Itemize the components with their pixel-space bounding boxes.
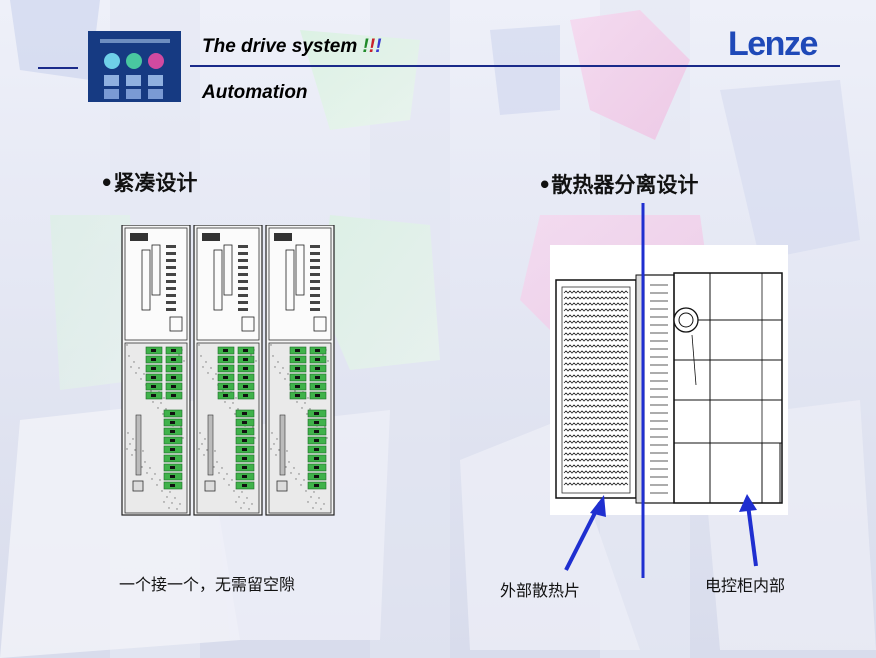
drive-unit [265, 225, 335, 516]
left-heading: •紧凑设计 [100, 171, 198, 195]
label-external-heatsink: 外部散热片 [500, 581, 581, 600]
arrow-to-heatsink [564, 495, 606, 571]
lenze-logo: Lenze [728, 25, 818, 63]
header-thumbnail-image [88, 31, 181, 102]
right-heading: •散热器分离设计 [538, 173, 699, 197]
compact-drives-illustration [121, 225, 335, 516]
slide-title: The drive system !!! [202, 36, 382, 57]
slide-subtitle: Automation [202, 82, 308, 103]
drive-unit [121, 225, 191, 516]
header-rule [190, 65, 840, 67]
arrow-to-cabinet [739, 494, 758, 567]
left-caption: 一个接一个，无需留空隙 [119, 575, 296, 594]
label-cabinet-inside: 电控柜内部 [705, 576, 786, 595]
drive-unit [193, 225, 263, 516]
heatsink-drive-illustration [550, 245, 788, 515]
header-rule-left [38, 67, 78, 69]
